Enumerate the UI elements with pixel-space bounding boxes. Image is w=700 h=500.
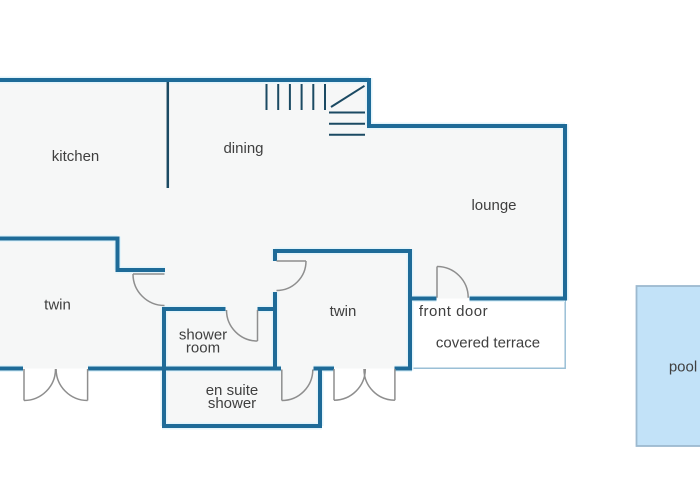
svg-text:covered terrace: covered terrace — [436, 335, 540, 352]
svg-text:kitchen: kitchen — [52, 148, 100, 165]
svg-text:en suite: en suite — [206, 382, 259, 399]
svg-text:shower: shower — [179, 327, 227, 344]
svg-text:twin: twin — [330, 303, 357, 320]
svg-text:pool: pool — [669, 359, 697, 376]
svg-text:dining: dining — [223, 140, 263, 157]
svg-text:room: room — [186, 340, 220, 357]
svg-text:twin: twin — [44, 297, 71, 314]
svg-text:shower: shower — [208, 395, 256, 412]
svg-text:front door: front door — [419, 303, 488, 320]
svg-text:lounge: lounge — [471, 197, 516, 214]
